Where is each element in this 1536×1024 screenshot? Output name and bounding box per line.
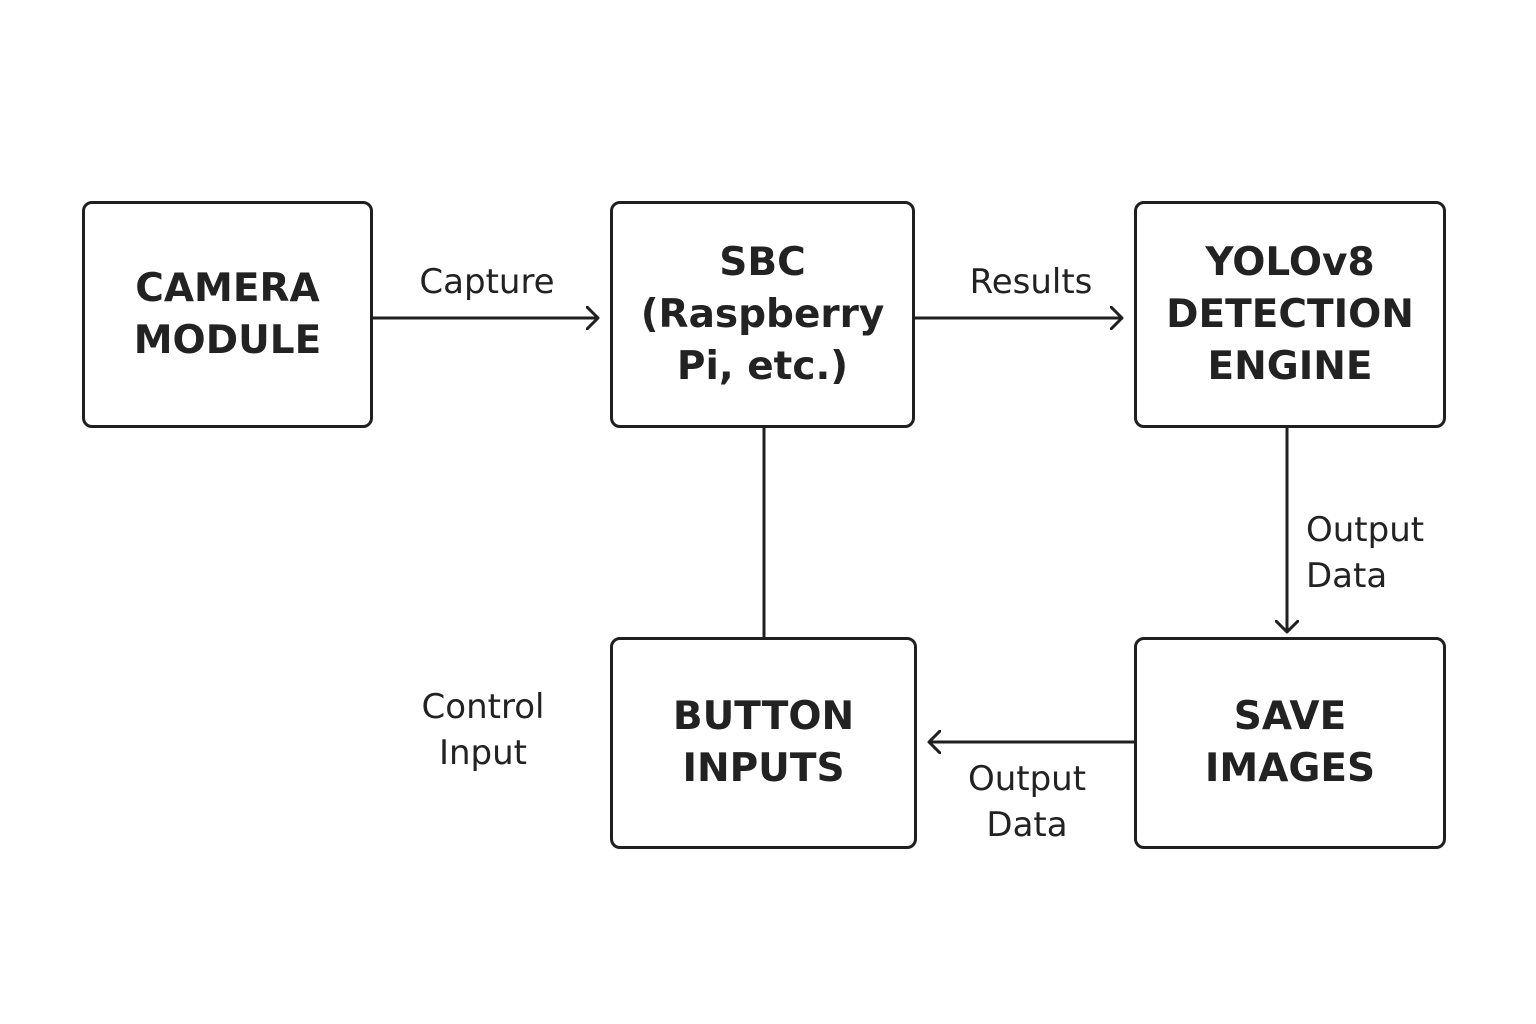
yolo-detection-engine-block: YOLOv8 DETECTION ENGINE (1134, 201, 1446, 428)
block-label-line: CAMERA (135, 265, 320, 311)
camera-module-block: CAMERA MODULE (82, 201, 373, 428)
block-label-line: ENGINE (1207, 343, 1373, 389)
edge-label-line: Data (1306, 556, 1388, 596)
edge-label-line: Control (421, 687, 545, 727)
block-label-line: SBC (719, 239, 806, 285)
block-label-line: SAVE (1233, 694, 1347, 739)
edge-label-line: Input (438, 733, 528, 773)
edge-label-output-data-vertical: Output Data (1306, 507, 1424, 599)
block-label-line: MODULE (133, 317, 322, 363)
sbc-block: SBC (Raspberry Pi, etc.) (610, 201, 915, 428)
block-label-line: BUTTON (672, 694, 855, 739)
edge-label-line: Output (967, 759, 1087, 799)
edge-label-line: Results (969, 262, 1093, 302)
block-label-line: YOLOv8 (1205, 239, 1375, 285)
edge-label-line: Data (986, 805, 1068, 845)
edge-label-output-data-horizontal: Output Data (960, 756, 1094, 848)
edge-label-capture: Capture (412, 259, 562, 305)
button-inputs-block: BUTTON INPUTS (610, 637, 917, 849)
block-label-line: Pi, etc.) (676, 343, 849, 389)
block-label-line: INPUTS (682, 746, 845, 791)
save-images-block: SAVE IMAGES (1134, 637, 1446, 849)
edge-label-line: Capture (419, 262, 555, 302)
block-label-line: (Raspberry (640, 291, 885, 337)
edge-label-line: Output (1306, 510, 1425, 550)
block-label-line: DETECTION (1166, 291, 1414, 337)
edge-label-control-input: Control Input (408, 684, 558, 776)
edge-label-results: Results (958, 259, 1104, 305)
block-label-line: IMAGES (1204, 746, 1376, 791)
